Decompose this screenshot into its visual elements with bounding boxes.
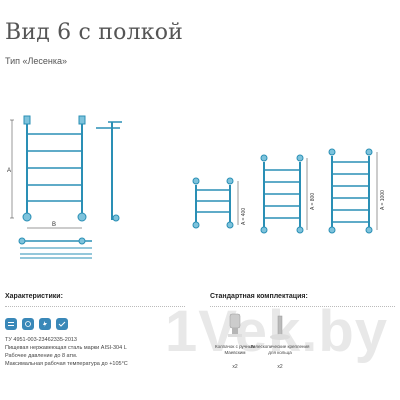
feature-icons [5, 318, 68, 330]
kit-item-label: Колпачок с ручным Маевским [215, 344, 255, 355]
steel-icon [5, 318, 17, 330]
spec-line: Рабочее давление до 8 атм. [5, 353, 78, 359]
pressure-icon [39, 318, 51, 330]
front-view-dryer [22, 115, 87, 222]
power-icon [22, 318, 34, 330]
dim-a-label: A [7, 168, 11, 174]
dim-800-label: A = 800 [310, 193, 316, 210]
spec-line: Максимальная рабочая температура до +105… [5, 361, 128, 367]
kit-divider [210, 306, 395, 307]
page-subtitle: Тип «Лесенка» [5, 56, 68, 66]
mount-icon [270, 315, 290, 340]
technical-drawing: A B A = 400 A = 800 A = 1000 [7, 115, 386, 259]
specs-divider [5, 306, 185, 307]
kit-item-qty: x2 [277, 364, 283, 370]
quality-icon [56, 318, 68, 330]
specs-header: Характеристики: [5, 293, 63, 300]
spec-line: Пищевая нержавеющая сталь марки AISI-304… [5, 345, 127, 351]
model-1000 [328, 148, 373, 234]
model-400 [192, 177, 234, 229]
dim-400-label: A = 400 [241, 208, 247, 225]
dim-1000-label: A = 1000 [380, 190, 386, 210]
page-title: Вид 6 с полкой [5, 20, 184, 45]
spec-line: ТУ 4951-003-23462335-2013 [5, 337, 77, 343]
cap-icon [228, 313, 242, 337]
shelf-view [18, 237, 92, 259]
model-800 [260, 154, 304, 234]
kit-header: Стандартная комплектация: [210, 293, 308, 300]
dim-b-label: B [52, 222, 56, 228]
watermark: 1Vek.by [165, 299, 389, 364]
kit-item-cap: Колпачок с ручным Маевским x2 [205, 312, 265, 370]
specs-list: ТУ 4951-003-23462335-2013 Пищевая нержав… [5, 336, 128, 368]
kit-item-mount: Телескопические крепления для кольца x2 [250, 312, 310, 370]
side-view-dryer [96, 121, 122, 222]
kit-item-label: Телескопические крепления для кольца [250, 344, 310, 355]
kit-item-qty: x2 [232, 364, 238, 370]
